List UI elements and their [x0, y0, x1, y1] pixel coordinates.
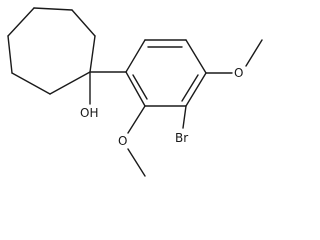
o-methyl-bond	[245, 39, 263, 67]
ring-bond	[185, 72, 207, 107]
ring-bond	[89, 35, 96, 73]
aromatic-inner-bond	[181, 74, 199, 102]
ring-bond	[185, 39, 207, 74]
ring-bond	[33, 7, 73, 11]
molecule-drawing: OH O Br O	[7, 7, 263, 177]
benzene-ring	[125, 39, 207, 107]
hydroxyl-label: OH	[80, 106, 98, 120]
c-br-bond	[182, 105, 187, 129]
cycloheptane-ring	[7, 7, 96, 95]
bromo-label: Br	[175, 131, 188, 145]
ring-bond	[11, 72, 51, 95]
ring-bond	[125, 71, 146, 107]
oxygen-label: O	[234, 66, 243, 80]
ring-bond	[7, 7, 35, 37]
oxygen-label: O	[118, 134, 127, 148]
ring-bond	[125, 39, 146, 73]
ring-bond	[7, 35, 13, 74]
ring-bond	[49, 71, 91, 95]
ring-bond	[71, 9, 96, 37]
c-o-bond	[127, 105, 146, 134]
structure-canvas: OH O Br O	[7, 7, 263, 177]
o-methyl-bond	[127, 148, 146, 177]
aromatic-inner-bond	[132, 74, 148, 100]
